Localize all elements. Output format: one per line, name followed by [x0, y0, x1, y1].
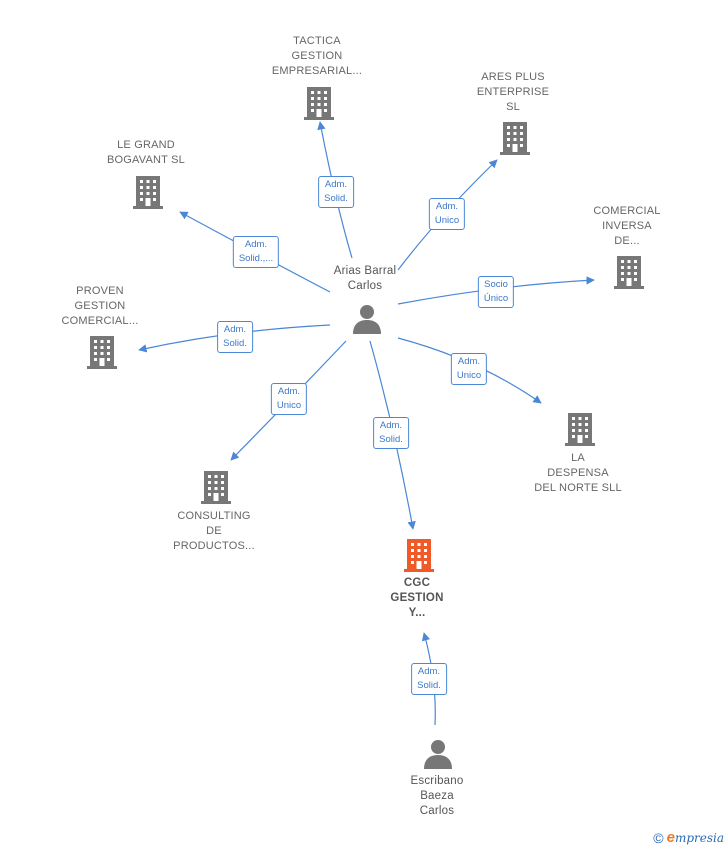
- company-label-legrand[interactable]: LE GRAND BOGAVANT SL: [106, 139, 185, 166]
- relation-label-despensa: Adm. Unico: [450, 353, 488, 385]
- relation-label-legrand: Adm. Solid.,...: [232, 236, 280, 268]
- company-label-comercial[interactable]: COMERCIAL INVERSA DE...: [593, 205, 661, 247]
- center-person-label[interactable]: Arias Barral Carlos: [333, 265, 397, 292]
- brand-logo: empresia: [666, 829, 724, 846]
- person-icon[interactable]: [424, 740, 452, 769]
- building-icon[interactable]: [565, 413, 595, 446]
- copyright-icon: ©: [653, 829, 664, 846]
- relation-label-cgc: Adm. Solid.: [373, 417, 409, 449]
- building-icon[interactable]: [500, 122, 530, 155]
- company-label-despensa[interactable]: LA DESPENSA DEL NORTE SLL: [534, 452, 622, 494]
- relation-label-consulting: Adm. Unico: [270, 383, 308, 415]
- company-label-proven[interactable]: PROVEN GESTION COMERCIAL...: [61, 285, 139, 327]
- footer-brand[interactable]: © empresia: [653, 829, 724, 846]
- relation-label-tactica: Adm. Solid.: [318, 176, 354, 208]
- relation-label-ares: Adm. Unico: [428, 198, 466, 230]
- building-icon[interactable]: [133, 176, 163, 209]
- relation-label-proven: Adm. Solid.: [217, 321, 253, 353]
- building-icon[interactable]: [304, 87, 334, 120]
- relation-label-comercial: Socio Único: [477, 276, 515, 308]
- building-icon[interactable]: [87, 336, 117, 369]
- person-label-escribano[interactable]: Escribano Baeza Carlos: [410, 775, 464, 817]
- building-icon-highlighted[interactable]: [404, 539, 434, 572]
- company-label-ares[interactable]: ARES PLUS ENTERPRISE SL: [476, 71, 550, 113]
- company-label-tactica[interactable]: TACTICA GESTION EMPRESARIAL...: [271, 35, 363, 77]
- company-label-consulting[interactable]: CONSULTING DE PRODUCTOS...: [173, 510, 255, 552]
- relation-label-escribano: Adm. Solid.: [411, 663, 447, 695]
- building-icon[interactable]: [201, 471, 231, 504]
- company-label-cgc[interactable]: CGC GESTION Y...: [390, 577, 444, 619]
- person-icon[interactable]: [353, 305, 381, 334]
- building-icon[interactable]: [614, 256, 644, 289]
